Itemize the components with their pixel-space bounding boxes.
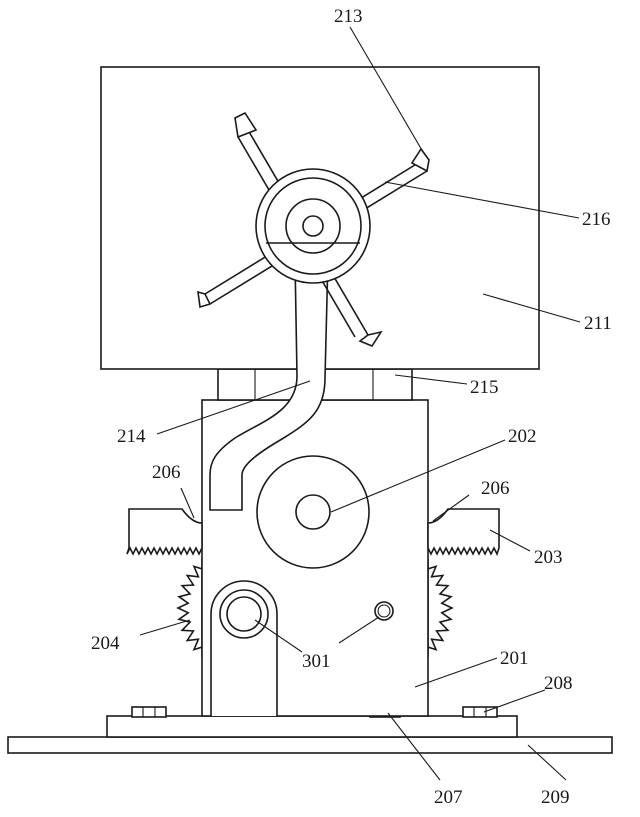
label-211: 211 xyxy=(584,313,612,334)
label-206-left: 206 xyxy=(152,462,181,483)
mounting-plate xyxy=(107,716,517,737)
label-215: 215 xyxy=(470,377,499,398)
label-203: 203 xyxy=(534,547,563,568)
fitting xyxy=(211,581,277,716)
label-204: 204 xyxy=(91,633,120,654)
label-201: 201 xyxy=(500,648,529,669)
rack-left xyxy=(127,509,202,554)
rack-right xyxy=(428,509,499,554)
base-plate xyxy=(8,737,612,753)
label-216: 216 xyxy=(582,209,611,230)
wheel-hub xyxy=(296,495,330,529)
label-208: 208 xyxy=(544,673,573,694)
label-206-right: 206 xyxy=(481,478,510,499)
bolt-left xyxy=(132,707,166,717)
label-202: 202 xyxy=(508,426,537,447)
label-301: 301 xyxy=(302,651,331,672)
label-209: 209 xyxy=(541,787,570,808)
label-214: 214 xyxy=(117,426,146,447)
bolt-right xyxy=(463,707,497,717)
label-213: 213 xyxy=(334,6,363,27)
label-207: 207 xyxy=(434,787,463,808)
